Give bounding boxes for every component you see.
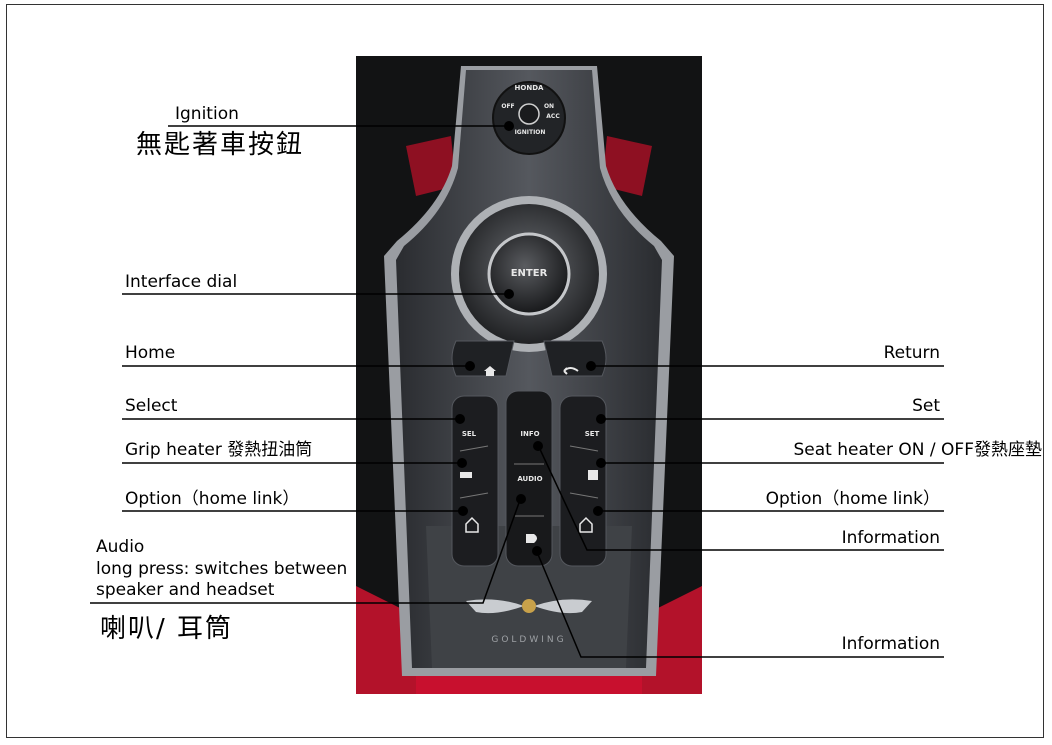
label-ignition: Ignition [175, 104, 239, 124]
home-button [451, 340, 515, 377]
goldwing-text: GOLDWING [491, 635, 566, 645]
goldwing-emblem [522, 599, 536, 613]
ignition-label-text: IGNITION [515, 129, 546, 136]
return-button [543, 340, 607, 377]
control-panel-illustration: HONDA OFF ON ACC IGNITION ENTER SEL SET … [356, 56, 702, 694]
left-divider-1 [459, 445, 489, 452]
label-audio-zh: 喇叭/ 耳筒 [100, 614, 234, 644]
label-option-right: Option（home link） [765, 489, 940, 509]
label-return: Return [883, 343, 940, 363]
label-home: Home [125, 343, 176, 363]
enter-text: ENTER [511, 268, 548, 279]
set-text: SET [585, 430, 600, 438]
label-select: Select [125, 396, 178, 416]
red-strip-bottom [416, 676, 642, 694]
info-text: INFO [520, 430, 539, 438]
label-audio-long-press: long press: switches between [96, 559, 348, 579]
label-information-2: Information [841, 634, 940, 654]
ignition-knob-center [518, 103, 540, 125]
label-information-1: Information [841, 528, 940, 548]
label-option-left: Option（home link） [125, 489, 300, 509]
ignition-acc-text: ACC [546, 113, 560, 120]
right-button-column [559, 395, 607, 567]
label-grip-heater: Grip heater 發熱扭油筒 [125, 440, 313, 460]
ignition-brand-text: HONDA [515, 84, 544, 92]
left-divider-2 [459, 492, 489, 499]
left-button-column [451, 395, 499, 567]
label-ignition-zh: 無匙著車按鈕 [136, 130, 305, 160]
seat-heater-icon [588, 470, 598, 480]
home-icon [484, 366, 496, 376]
ignition-on-text: ON [544, 103, 554, 110]
fog-light-icon [526, 534, 537, 543]
ignition-off-text: OFF [501, 103, 514, 110]
label-seat-heater: Seat heater ON / OFF發熱座墊 [793, 440, 1042, 460]
label-set: Set [912, 396, 940, 416]
diagram-frame [6, 4, 1044, 738]
grip-heater-icon [460, 472, 472, 478]
audio-text: AUDIO [517, 475, 542, 483]
return-icon [563, 367, 579, 375]
label-interface-dial: Interface dial [125, 272, 238, 292]
label-audio-title: Audio [96, 537, 145, 557]
red-accent-top-right [602, 136, 652, 196]
sel-text: SEL [462, 430, 477, 438]
label-audio-speaker: speaker and headset [96, 580, 275, 600]
red-accent-top-left [406, 136, 456, 196]
